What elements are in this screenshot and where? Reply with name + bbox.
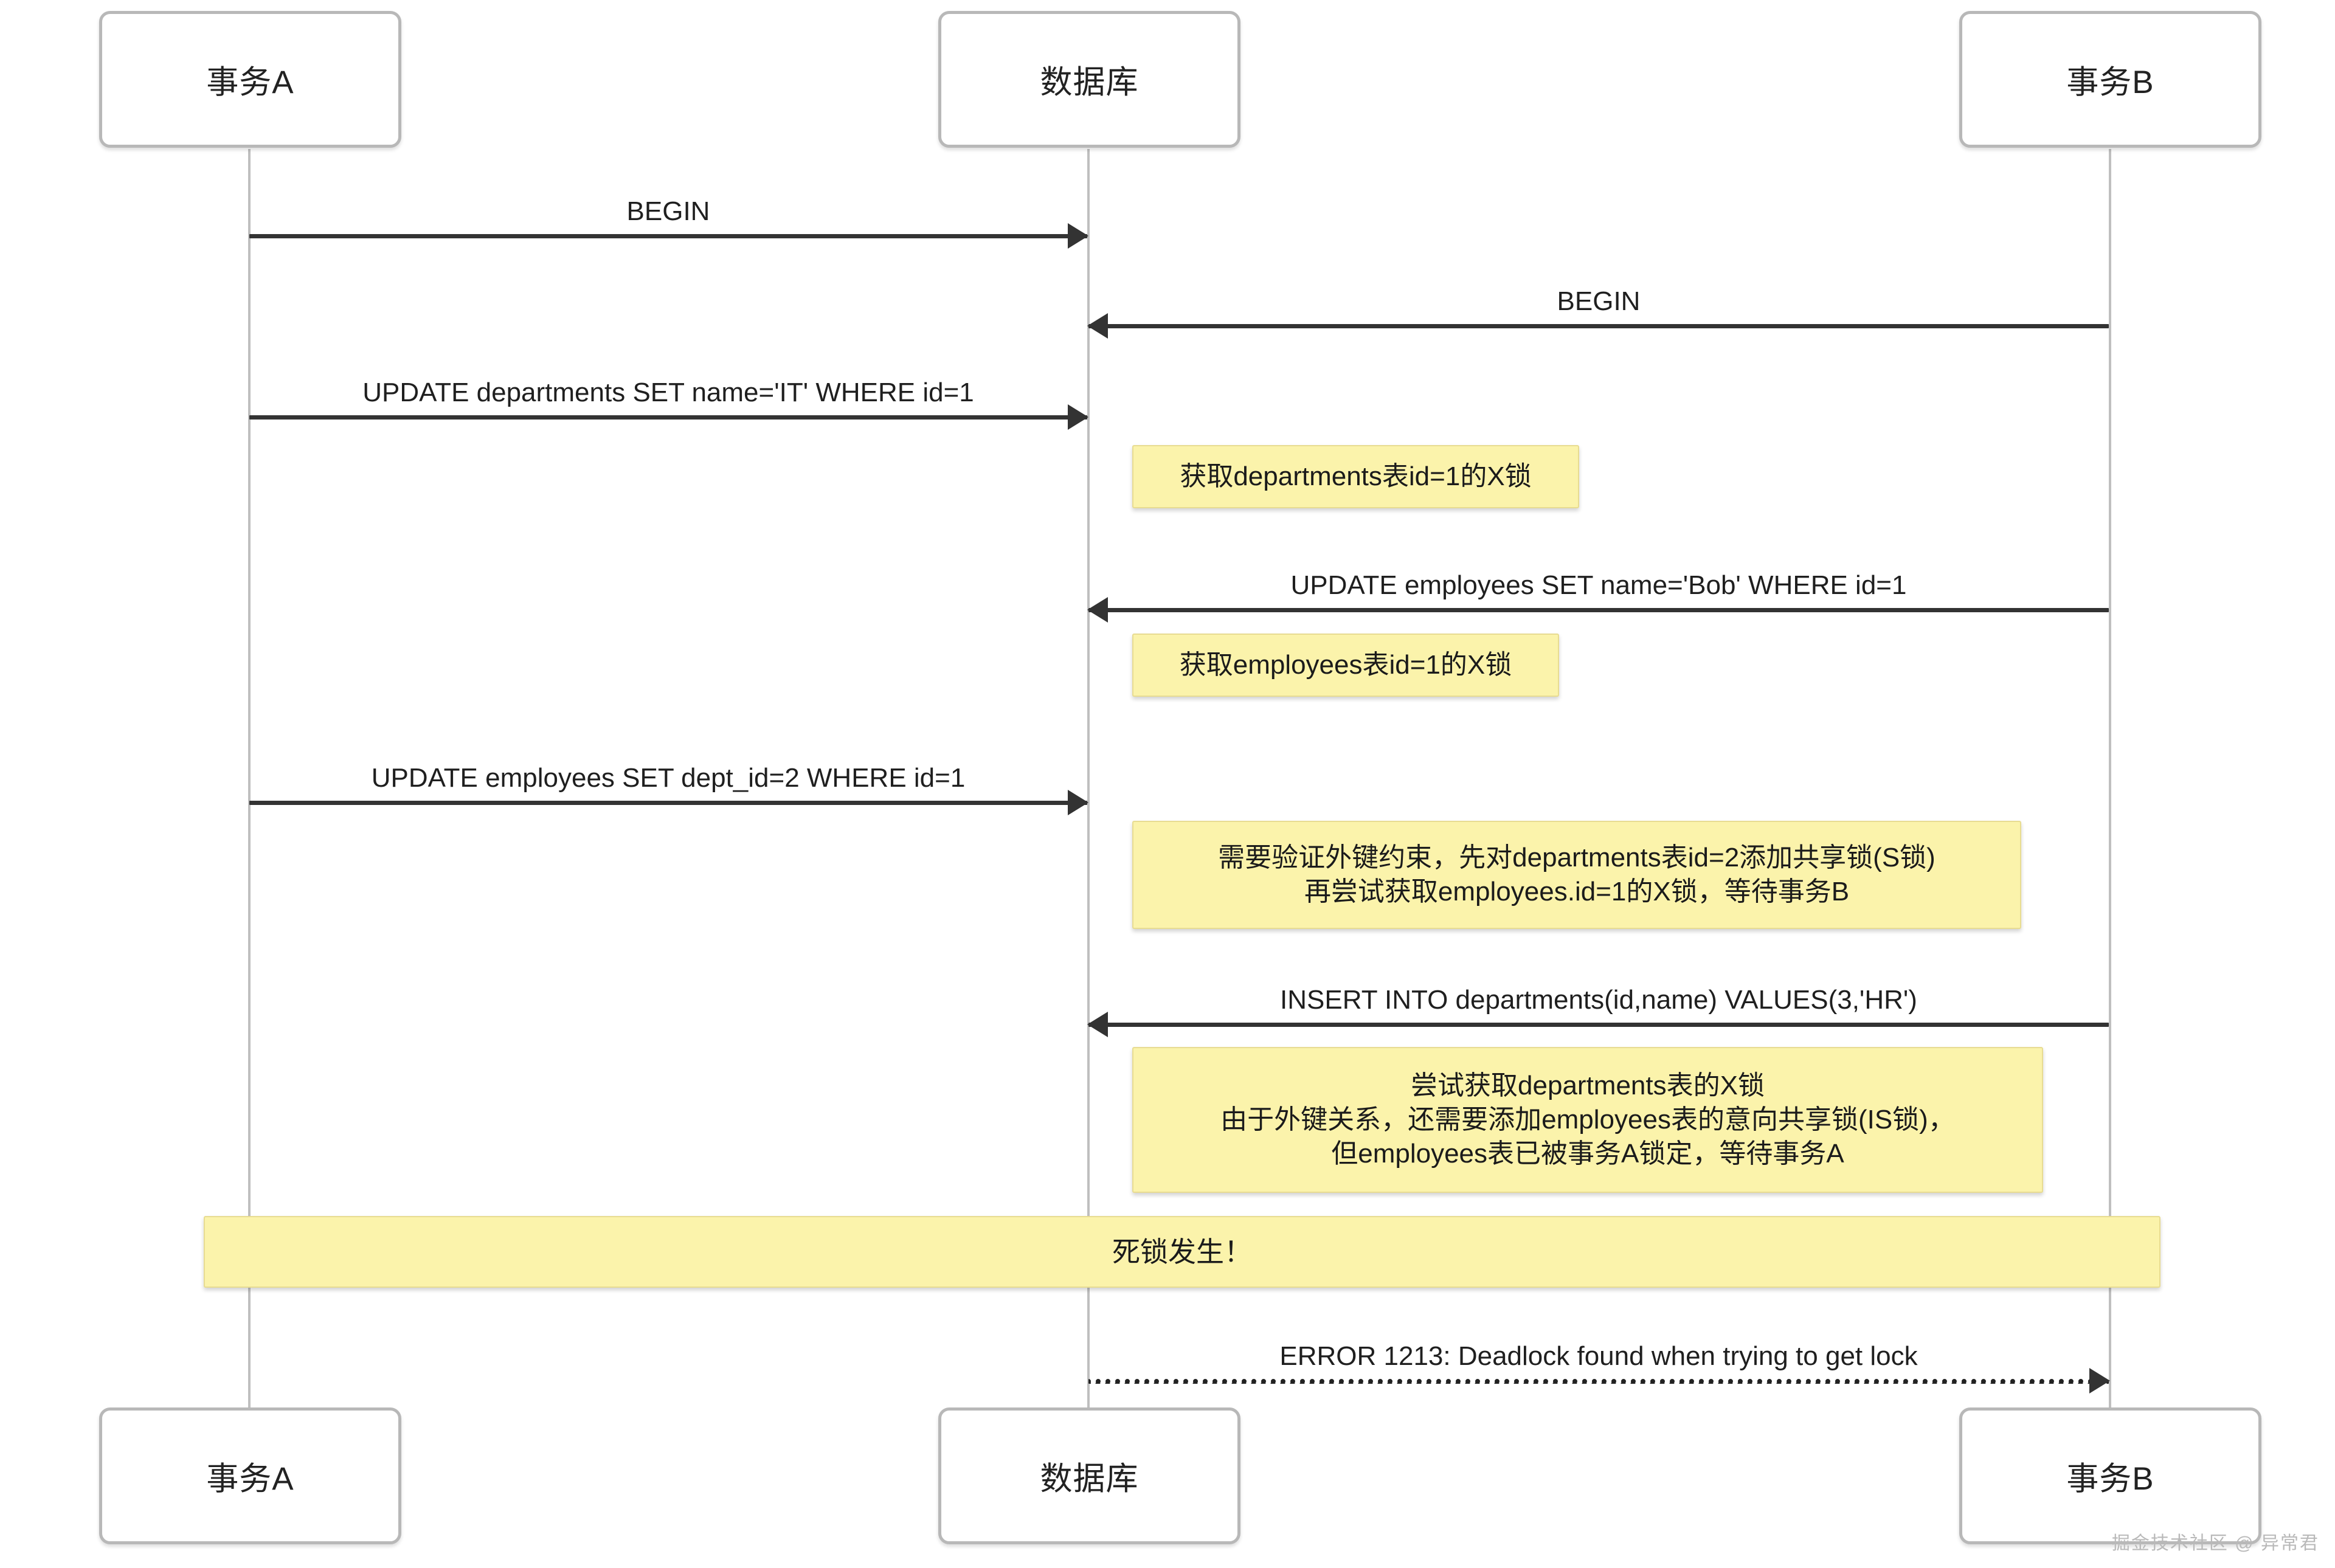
note-text-line: 尝试获取departments表的X锁 [1411, 1070, 1765, 1100]
arrowhead-left-icon [1087, 313, 1108, 339]
message-label: UPDATE employees SET name='Bob' WHERE id… [1290, 570, 1907, 600]
arrowhead-right-icon [1068, 404, 1088, 430]
message-label: BEGIN [1557, 286, 1641, 316]
message-label: UPDATE departments SET name='IT' WHERE i… [362, 378, 974, 407]
actor-label-transaction-b-top: 事务B [2066, 64, 2154, 100]
actor-box-transaction-b-top[interactable]: 事务B [1959, 11, 2261, 148]
message-line [249, 234, 1087, 238]
watermark-text: 掘金技术社区 @ 异常君 [2111, 1533, 2319, 1553]
message-line [1088, 1023, 2109, 1027]
note-foreign-key-validation-wait-b: 需要验证外键约束，先对departments表id=2添加共享锁(S锁) 再尝试… [1132, 821, 2021, 929]
message-line [1088, 324, 2109, 328]
message-line [249, 801, 1087, 805]
message-label: INSERT INTO departments(id,name) VALUES(… [1280, 985, 1917, 1015]
actor-label-database-bottom: 数据库 [1040, 1460, 1139, 1497]
actor-box-transaction-a-bottom[interactable]: 事务A [99, 1407, 401, 1544]
note-acquire-employees-x-lock: 获取employees表id=1的X锁 [1132, 634, 1559, 697]
arrowhead-right-icon [1068, 223, 1088, 249]
actor-box-transaction-b-bottom[interactable]: 事务B [1959, 1407, 2261, 1544]
note-text-line: 获取departments表id=1的X锁 [1180, 461, 1532, 491]
lifeline-database [1087, 149, 1090, 1407]
actor-label-transaction-b-bottom: 事务B [2066, 1460, 2154, 1497]
actor-label-database-top: 数据库 [1040, 64, 1139, 100]
arrowhead-right-icon [2089, 1368, 2110, 1394]
actor-box-transaction-a-top[interactable]: 事务A [99, 11, 401, 148]
note-text-line: 由于外键关系，还需要添加employees表的意向共享锁(IS锁)， [1220, 1104, 1955, 1135]
message-label: BEGIN [626, 196, 710, 226]
message-line [249, 415, 1087, 420]
note-acquire-departments-x-lock: 获取departments表id=1的X锁 [1132, 445, 1579, 508]
arrowhead-left-icon [1087, 597, 1108, 623]
note-intent-shared-lock-wait-a: 尝试获取departments表的X锁 由于外键关系，还需要添加employee… [1132, 1047, 2043, 1193]
actor-box-database-top[interactable]: 数据库 [938, 11, 1240, 148]
note-text-line: 获取employees表id=1的X锁 [1179, 649, 1512, 680]
arrowhead-right-icon [1068, 790, 1088, 815]
actor-label-transaction-a-bottom: 事务A [206, 1460, 294, 1497]
message-label: UPDATE employees SET dept_id=2 WHERE id=… [371, 763, 966, 793]
note-text-line: 死锁发生！ [1112, 1235, 1252, 1268]
note-text-line: 需要验证外键约束，先对departments表id=2添加共享锁(S锁) [1218, 842, 1935, 872]
note-deadlock-banner: 死锁发生！ [204, 1216, 2160, 1288]
message-label: ERROR 1213: Deadlock found when trying t… [1279, 1341, 1918, 1371]
lifeline-transaction-a [248, 149, 251, 1407]
message-line [1088, 608, 2109, 612]
message-line [1088, 1379, 2109, 1384]
actor-label-transaction-a-top: 事务A [206, 64, 294, 100]
arrowhead-left-icon [1087, 1012, 1108, 1037]
actor-box-database-bottom[interactable]: 数据库 [938, 1407, 1240, 1544]
lifeline-transaction-b [2109, 149, 2111, 1407]
note-text-line: 但employees表已被事务A锁定，等待事务A [1331, 1139, 1844, 1169]
note-text-line: 再尝试获取employees.id=1的X锁，等待事务B [1304, 877, 1850, 907]
